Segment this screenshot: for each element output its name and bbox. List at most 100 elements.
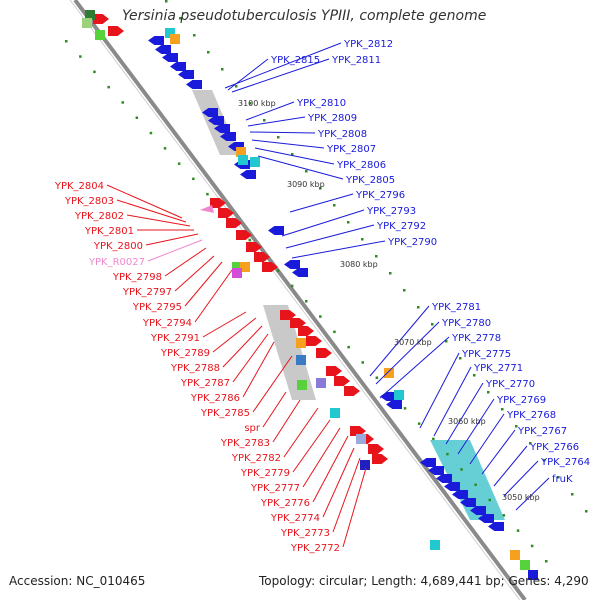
reverse-gene [220, 132, 236, 141]
label-connector [254, 147, 335, 165]
forward-gene [218, 208, 234, 218]
tick-dot [221, 68, 224, 71]
tick-dot [473, 374, 476, 377]
accession-label: Accession: NC_010465 [9, 574, 146, 588]
scale-label: 3080 kbp [340, 260, 378, 269]
tick-dot [403, 407, 407, 410]
label-connector [332, 457, 361, 533]
feature-box [232, 262, 242, 272]
label-connector [281, 209, 365, 237]
feature-box [165, 28, 175, 38]
scale-label: 3070 kbp [394, 338, 432, 347]
label-connector [212, 317, 257, 353]
gene-label-reverse: YPK_2771 [473, 363, 523, 374]
feature-box [238, 155, 248, 165]
label-connector [174, 255, 215, 292]
gene-label-reverse: YPK_2810 [296, 98, 346, 109]
reverse-gene [386, 400, 402, 409]
tick-dot [530, 544, 534, 548]
gene-label-reverse: YPK_2805 [345, 175, 395, 186]
tick-dot [248, 238, 251, 242]
tick-dot [375, 376, 379, 379]
gene-label-reverse: YPK_2768 [506, 410, 556, 421]
tick-dot [206, 192, 209, 196]
forward-gene [368, 444, 384, 454]
tick-dot [249, 102, 252, 105]
feature-box [330, 408, 340, 418]
tick-dot [545, 560, 548, 563]
tick-dot [502, 514, 506, 517]
label-connector [202, 311, 247, 338]
gene-label-forward: YPK_2791 [150, 333, 200, 344]
tick-dot [445, 340, 448, 343]
tick-dot [79, 55, 82, 58]
gene-label-forward: YPK_2801 [84, 226, 134, 237]
feature-box [170, 34, 180, 44]
label-connector [302, 427, 341, 488]
feature-box [316, 378, 326, 388]
reverse-gene [186, 80, 202, 89]
gene-label-forward: YPK_2777 [250, 483, 300, 494]
tick-dot [417, 306, 420, 309]
feature-box [296, 355, 306, 365]
reverse-gene [470, 506, 486, 515]
gc-band [430, 440, 505, 520]
label-connector [126, 214, 191, 227]
reverse-gene [436, 474, 452, 483]
tick-dot [557, 476, 560, 479]
feature-box [510, 550, 520, 560]
tick-dot [347, 345, 350, 349]
label-connector [262, 391, 287, 428]
label-connector [257, 155, 344, 180]
feature-box [95, 30, 105, 40]
label-connector [289, 193, 354, 213]
label-connector [116, 199, 187, 223]
tick-dot [529, 442, 532, 445]
forward-gene [306, 336, 322, 346]
forward-gene [210, 198, 226, 208]
tick-dot [121, 101, 124, 104]
feature-box [520, 560, 530, 570]
scale-label: 3050 kbp [502, 493, 540, 502]
tick-dot [305, 300, 308, 303]
tick-dot [65, 40, 68, 43]
reverse-gene [452, 490, 468, 499]
reverse-gene [162, 53, 178, 62]
tick-dot [375, 255, 378, 258]
gene-label-reverse: fruK [552, 474, 573, 485]
tick-dot [319, 315, 322, 318]
gene-label-forward: YPK_2783 [220, 438, 270, 449]
rna-gene [200, 205, 214, 213]
gene-label-reverse: YPK_2807 [326, 144, 376, 155]
feature-box [360, 460, 370, 470]
gene-label-reverse: YPK_2792 [376, 221, 426, 232]
gene-label-forward: YPK_2787 [180, 378, 230, 389]
tick-dot [361, 238, 364, 241]
tick-dot [460, 468, 463, 471]
reverse-gene [155, 45, 171, 54]
tick-dot [474, 483, 477, 486]
genome-title: Yersinia pseudotuberculosis YPIII, compl… [122, 8, 487, 24]
feature-box [82, 18, 92, 28]
label-connector [419, 352, 460, 429]
gene-label-forward: YPK_2804 [54, 181, 104, 192]
gene-label-forward: YPK_2773 [280, 528, 330, 539]
gene-label-reverse: YPK_2812 [343, 39, 393, 50]
reverse-gene [292, 268, 308, 277]
reverse-gene [428, 466, 444, 475]
label-connector [433, 366, 472, 437]
label-connector [222, 325, 263, 368]
forward-gene [298, 326, 314, 336]
gene-label-reverse: YPK_2790 [387, 237, 437, 248]
tick-dot [459, 357, 462, 360]
label-connector [147, 239, 203, 262]
forward-gene [93, 14, 109, 24]
label-connector [503, 460, 539, 497]
tick-dot [389, 272, 392, 275]
gene-label-forward: YPK_2788 [170, 363, 220, 374]
gene-label-forward: YPK_2785 [200, 408, 250, 419]
reverse-gene [444, 482, 460, 491]
gene-label-forward: spr [244, 423, 261, 434]
